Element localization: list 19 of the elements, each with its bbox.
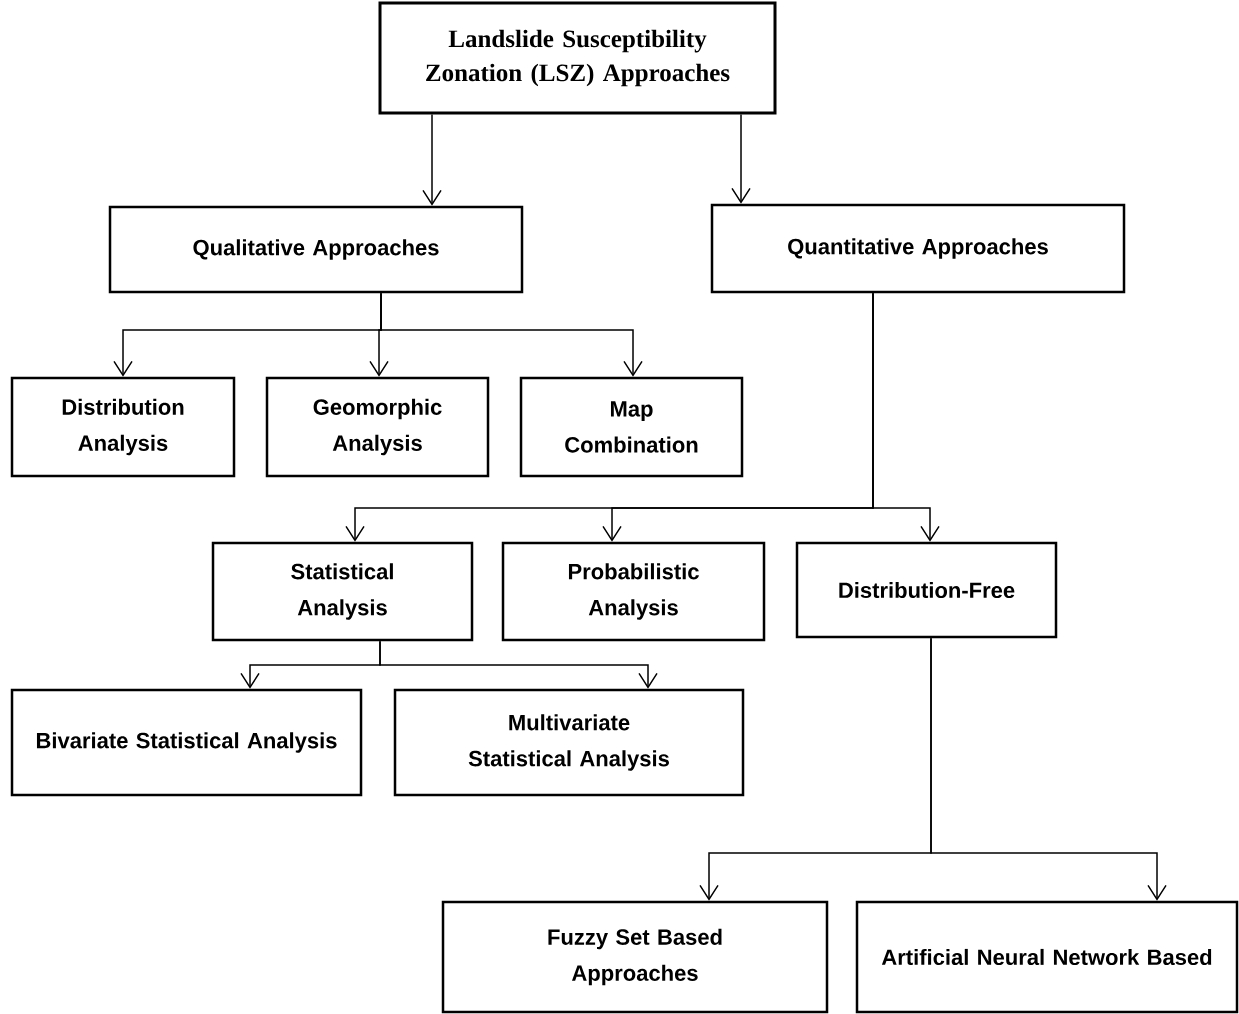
process-box: Distribution-Free <box>795 541 1058 639</box>
process-box: Map Combination <box>519 376 744 478</box>
arrow <box>380 292 643 377</box>
process-box: Probabilistic Analysis <box>501 541 766 642</box>
arrow <box>379 640 658 689</box>
arrow <box>872 292 940 542</box>
process-box: Landslide Susceptibility Zonation (LSZ) Approaches <box>378 1 777 115</box>
process-box: Fuzzy Set Based Approaches <box>441 900 829 1014</box>
process-box: Bivariate Statistical Analysis <box>10 688 363 797</box>
process-box: Artificial Neural Network Based <box>855 900 1239 1014</box>
process-box: Geomorphic Analysis <box>265 376 490 478</box>
process-box: Qualitative Approaches <box>108 205 524 294</box>
process-box: Multivariate Statistical Analysis <box>393 688 745 797</box>
process-box: Distribution Analysis <box>10 376 236 478</box>
arrow <box>731 113 751 204</box>
process-box: Quantitative Approaches <box>710 203 1126 294</box>
process-box: Statistical Analysis <box>211 541 474 642</box>
arrow <box>930 637 1167 901</box>
arrow <box>422 113 442 206</box>
